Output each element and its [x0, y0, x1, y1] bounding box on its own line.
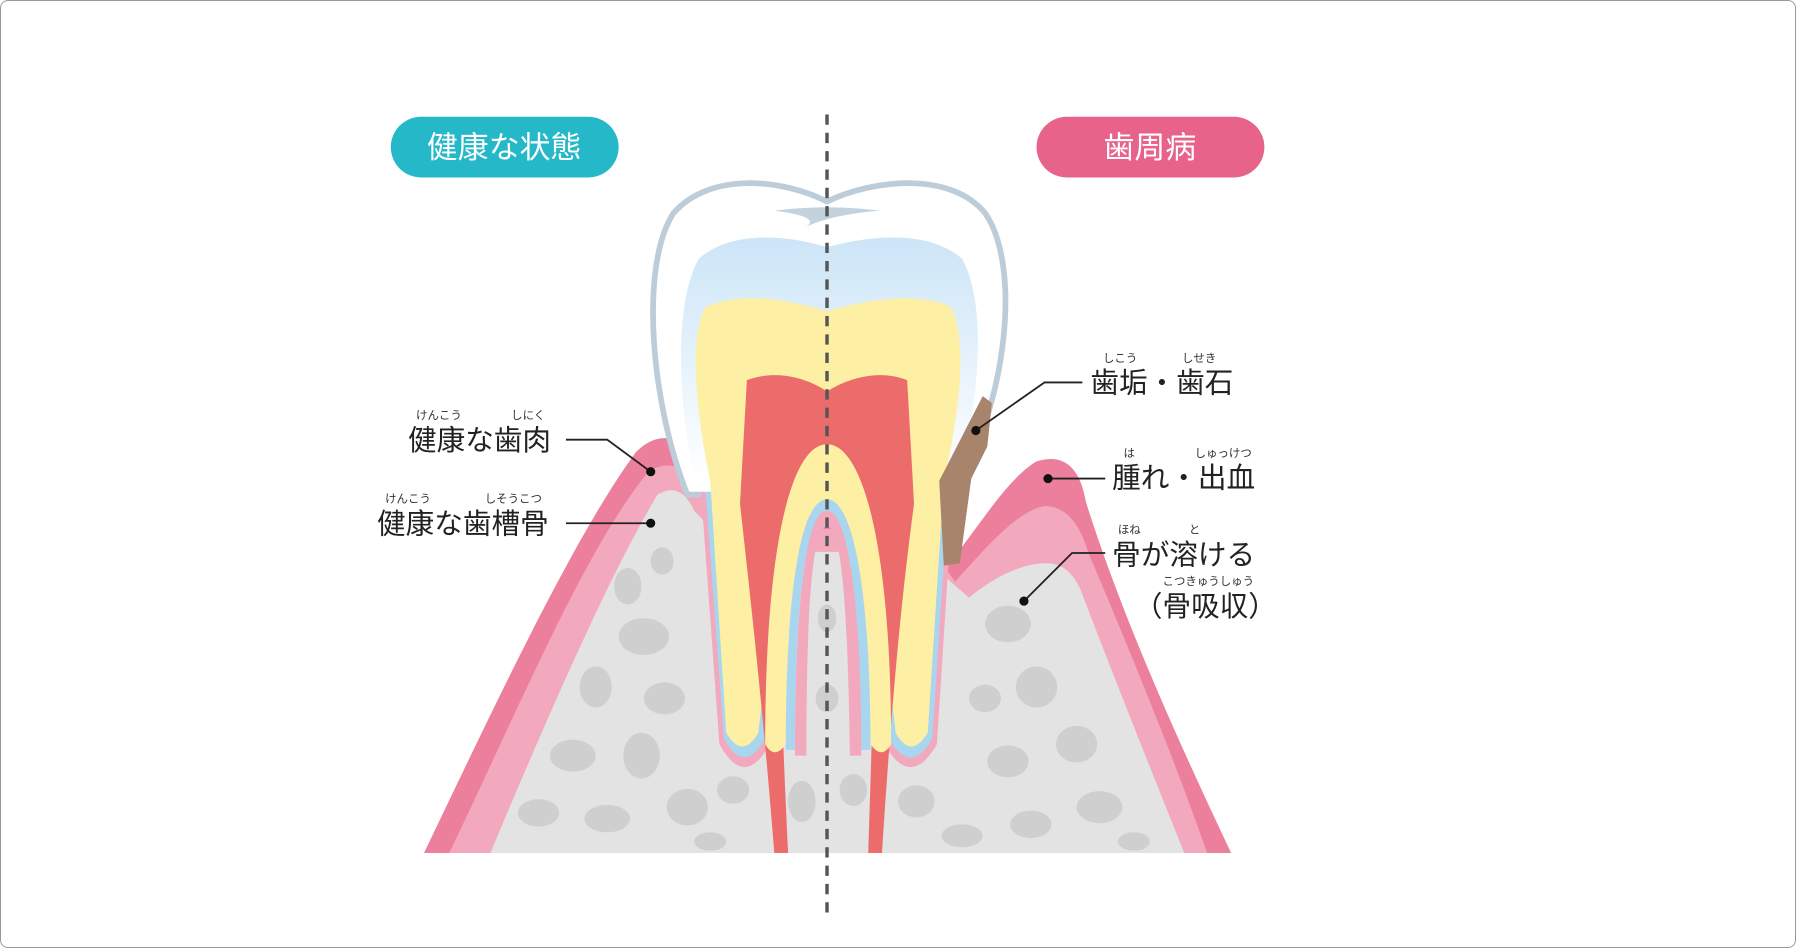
healthy-state-label: 健康な状態 — [427, 130, 582, 166]
plaque-deposit — [939, 396, 992, 566]
svg-text:しゅっけつ: しゅっけつ — [1195, 446, 1252, 460]
label-bone-resorption: こつきゅうしゅう （骨吸収） — [1134, 574, 1277, 623]
bone-pores — [517, 547, 1150, 851]
label-plaque-calculus: しこう しせき 歯垢・歯石 — [971, 351, 1233, 436]
inner-gum-arch — [794, 510, 862, 756]
label-swelling-bleeding: は しゅっけつ 腫れ・出血 — [1043, 446, 1255, 495]
svg-text:しにく: しにく — [511, 408, 545, 422]
svg-text:けんこう: けんこう — [416, 408, 462, 422]
enamel-groove — [774, 207, 880, 229]
healthy-state-badge: 健康な状態 — [390, 116, 619, 178]
svg-text:は: は — [1124, 446, 1135, 460]
periodontal-disease-badge: 歯周病 — [1036, 116, 1265, 178]
svg-text:健康な歯槽骨: 健康な歯槽骨 — [377, 507, 549, 541]
pulp — [740, 375, 915, 853]
label-healthy-bone: けんこう しそうこつ 健康な歯槽骨 — [377, 492, 656, 541]
label-bone-dissolving: ほね と 骨が溶ける — [1019, 523, 1255, 606]
inner-dentin-arch — [765, 444, 892, 753]
svg-text:（骨吸収）: （骨吸収） — [1134, 589, 1277, 623]
svg-text:腫れ・出血: 腫れ・出血 — [1112, 461, 1255, 495]
periodontal-disease-label: 歯周病 — [1104, 130, 1197, 166]
label-healthy-gum: けんこう しにく 健康な歯肉 — [408, 408, 656, 477]
svg-text:けんこう: けんこう — [385, 492, 431, 506]
svg-text:と: と — [1189, 523, 1200, 537]
svg-text:骨が溶ける: 骨が溶ける — [1112, 537, 1255, 571]
svg-text:歯垢・歯石: 歯垢・歯石 — [1090, 366, 1233, 400]
svg-text:ほね: ほね — [1118, 523, 1141, 537]
svg-text:健康な歯肉: 健康な歯肉 — [408, 423, 551, 457]
svg-text:こつきゅうしゅう: こつきゅうしゅう — [1163, 574, 1255, 588]
svg-text:しそうこつ: しそうこつ — [485, 492, 542, 506]
svg-text:しせき: しせき — [1182, 351, 1216, 365]
svg-text:しこう: しこう — [1103, 351, 1137, 365]
